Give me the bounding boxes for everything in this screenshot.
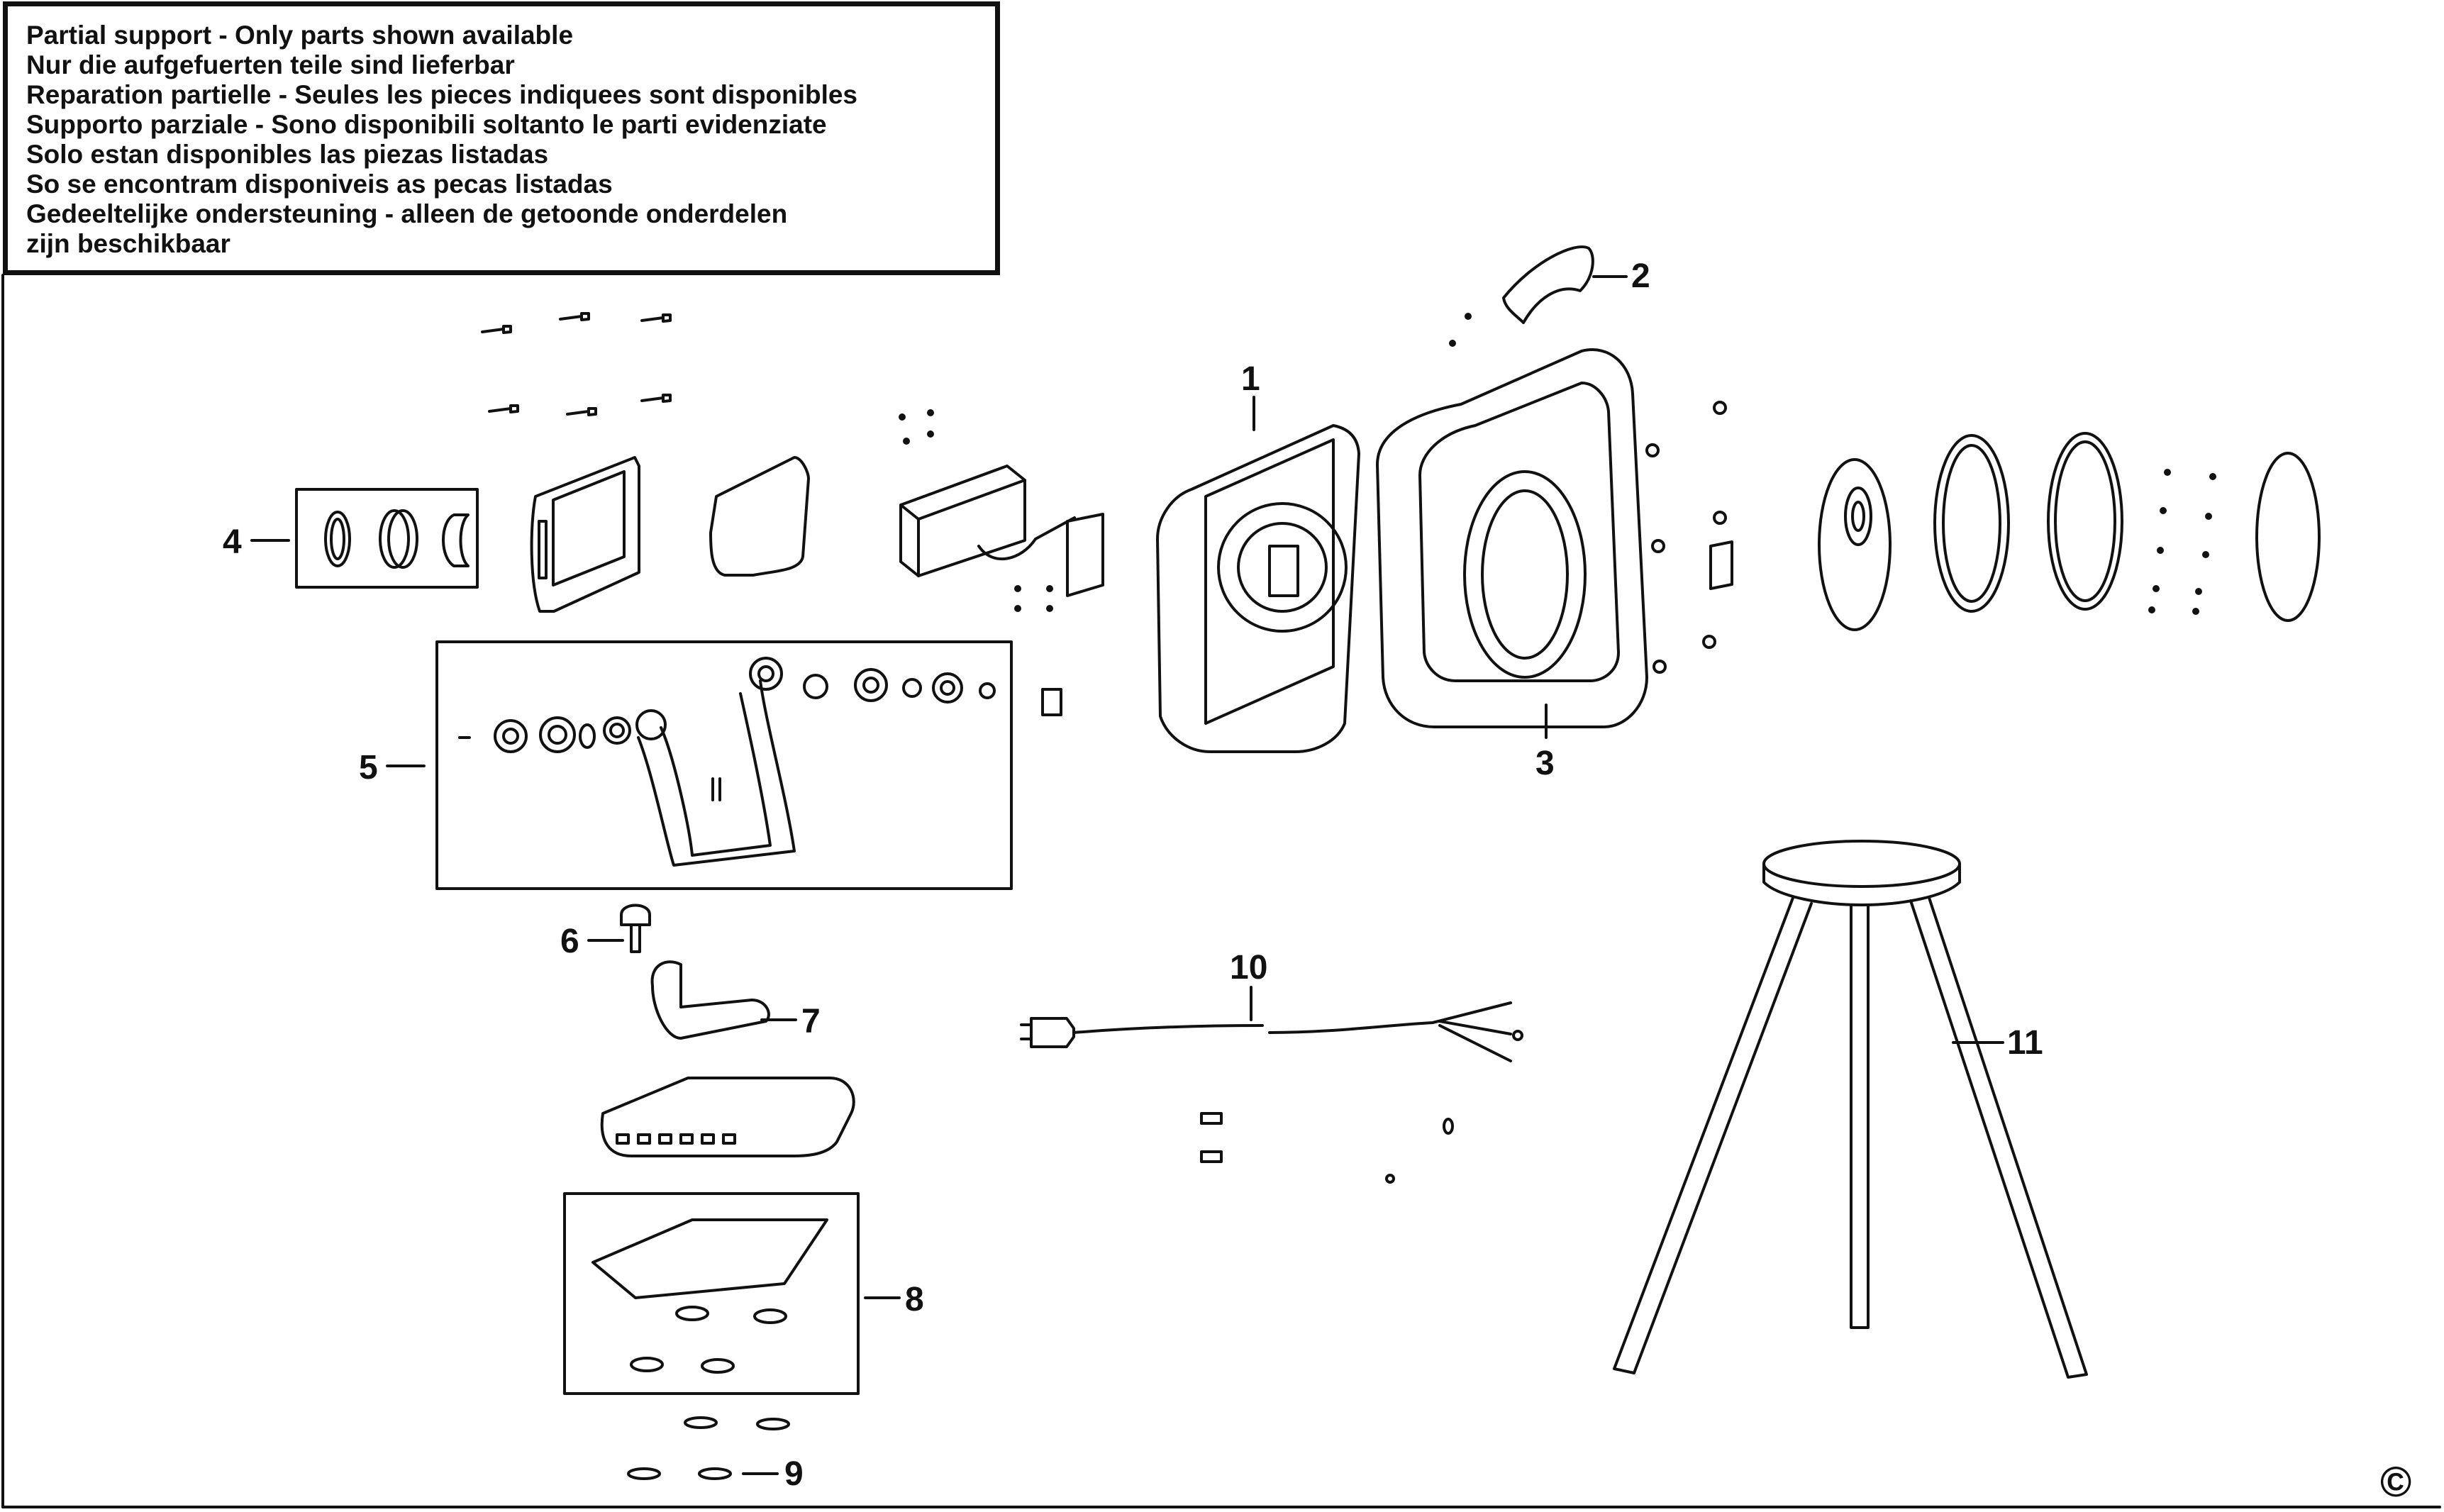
handle-assembly xyxy=(458,657,996,867)
cable-connectors xyxy=(1200,1112,1454,1184)
callout-11: 11 xyxy=(2007,1024,2043,1062)
gasket xyxy=(709,456,810,577)
base-plate xyxy=(600,1077,855,1157)
notice-line: Gedeeltelijke ondersteuning - alleen de … xyxy=(26,199,788,228)
front-lens xyxy=(2255,452,2321,622)
notice-line: Partial support - Only parts shown avail… xyxy=(26,21,574,50)
callout-7: 7 xyxy=(801,1003,821,1040)
bushing xyxy=(379,509,410,569)
reflector xyxy=(1818,458,1892,631)
ballast-screws xyxy=(899,409,1053,612)
rubber-feet xyxy=(630,1306,787,1374)
ballast-unit xyxy=(899,465,1104,597)
cable-gland xyxy=(1041,688,1062,716)
callout-9: 9 xyxy=(784,1455,804,1493)
part-4-box xyxy=(295,488,479,589)
part-5-box xyxy=(435,640,1013,890)
callout-leaders xyxy=(250,275,2004,1475)
cap-screws xyxy=(1449,313,1472,347)
washers xyxy=(627,1416,790,1480)
locking-knob xyxy=(620,904,651,953)
top-cap xyxy=(1502,245,1594,324)
callout-10: 10 xyxy=(1230,949,1267,986)
bezel-screws xyxy=(1645,401,1727,674)
tripod-stand xyxy=(1613,840,2088,1379)
partial-support-notice: Partial support - Only parts shown avail… xyxy=(3,1,1000,275)
callout-1: 1 xyxy=(1241,360,1260,398)
callout-5: 5 xyxy=(359,749,378,786)
main-housing xyxy=(1156,424,1360,753)
screws-top-group xyxy=(481,312,672,416)
rear-housing xyxy=(530,456,640,613)
power-cable xyxy=(1020,1001,1523,1062)
notice-line: Nur die aufgefuerten teile sind lieferba… xyxy=(26,50,515,79)
callout-4: 4 xyxy=(223,523,242,561)
base-slots xyxy=(616,1133,736,1145)
notice-line: zijn beschikbaar xyxy=(26,229,230,258)
gasket-square xyxy=(1709,540,1733,590)
seal-ring-large xyxy=(1933,434,2010,613)
seal-ring xyxy=(324,511,351,567)
front-bezel xyxy=(1376,348,1648,728)
clamp-ring xyxy=(442,513,470,567)
callout-3: 3 xyxy=(1535,745,1555,782)
notice-line: Solo estan disponibles las piezas listad… xyxy=(26,140,549,169)
copyright-symbol: © xyxy=(2380,1458,2411,1506)
callout-8: 8 xyxy=(905,1281,924,1318)
connector-plate xyxy=(1066,513,1104,597)
part-8-box xyxy=(563,1192,860,1395)
notice-line: Supporto parziale - Sono disponibili sol… xyxy=(26,110,827,139)
notice-line: Reparation partielle - Seules les pieces… xyxy=(26,80,858,109)
callout-labels: 1 2 3 4 5 6 7 8 9 10 11 xyxy=(223,257,2043,1493)
mounting-plate xyxy=(591,1218,828,1299)
retaining-ring xyxy=(2047,432,2123,611)
pivot-bracket xyxy=(650,960,770,1040)
notice-line: So se encontram disponiveis as pecas lis… xyxy=(26,169,613,199)
callout-6: 6 xyxy=(560,923,579,960)
callout-2: 2 xyxy=(1631,257,1650,295)
lens-screws xyxy=(2148,469,2216,615)
